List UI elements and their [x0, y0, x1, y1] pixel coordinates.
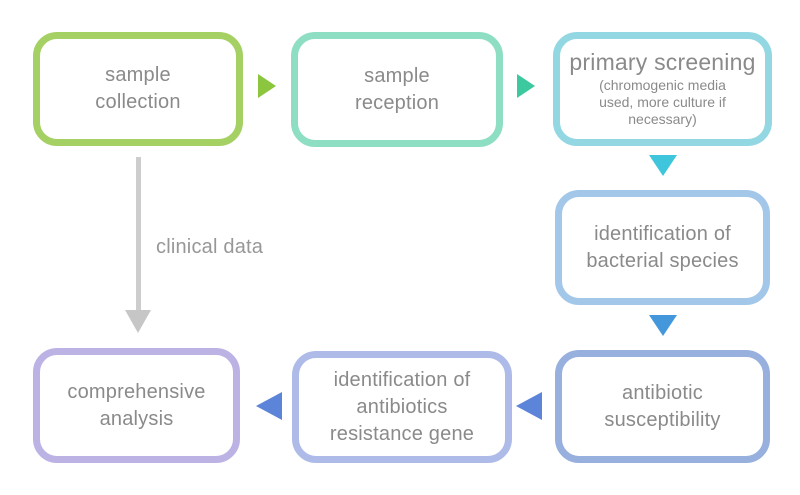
clinical-data-label: clinical data	[156, 236, 264, 258]
arrow-down-collection-to-analysis-icon	[125, 310, 151, 333]
arrow-left-susceptibility-to-resistance-gene-icon	[516, 392, 542, 420]
arrow-right-collection-to-reception-icon	[258, 74, 276, 98]
arrow-right-reception-to-screening-icon	[517, 74, 535, 98]
arrow-left-resistance-gene-to-analysis-icon	[256, 392, 282, 420]
arrow-down-screening-to-identification-icon	[649, 155, 677, 176]
node-identification-bacterial-species-label: identification of bacterial species	[586, 222, 739, 272]
node-identification-bacterial-species: identification of bacterial species	[555, 190, 770, 305]
node-sample-reception-label: sample reception	[354, 64, 440, 114]
node-primary-screening-title: primary screening	[569, 49, 756, 75]
node-primary-screening: primary screening (chromogenic media use…	[553, 32, 772, 146]
node-comprehensive-analysis: comprehensive analysis	[33, 348, 240, 463]
node-identification-antibiotics-resistance-gene-label: identification of antibiotics resistance…	[329, 368, 475, 445]
node-antibiotic-susceptibility-label: antibiotic susceptibility	[604, 381, 721, 431]
node-comprehensive-analysis-label: comprehensive analysis	[67, 380, 206, 430]
node-sample-collection: sample collection	[33, 32, 243, 146]
node-sample-reception: sample reception	[291, 32, 503, 147]
node-primary-screening-subtitle: (chromogenic media used, more culture if…	[599, 77, 726, 127]
arrow-line-collection-to-analysis	[136, 157, 141, 310]
node-sample-collection-label: sample collection	[95, 64, 181, 113]
node-identification-antibiotics-resistance-gene: identification of antibiotics resistance…	[292, 351, 512, 463]
node-antibiotic-susceptibility: antibiotic susceptibility	[555, 350, 770, 463]
arrow-down-identification-to-susceptibility-icon	[649, 315, 677, 336]
